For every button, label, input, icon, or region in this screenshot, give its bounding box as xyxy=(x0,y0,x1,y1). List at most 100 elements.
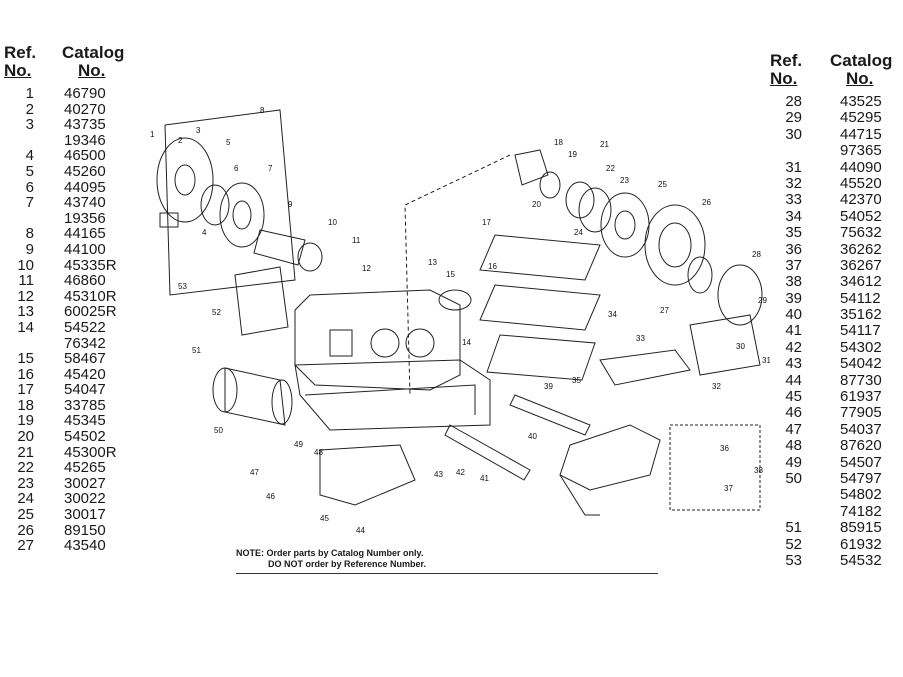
catalog-number: 45300R xyxy=(64,443,117,461)
catalog-header-line1: Catalog xyxy=(62,43,125,62)
catalog-number: 43740 xyxy=(64,194,106,212)
ref-number: 35 xyxy=(785,224,802,242)
callout-49: 49 xyxy=(294,440,303,449)
ref-number: 7 xyxy=(25,194,34,212)
catalog-header-line1: Catalog xyxy=(830,51,893,70)
callout-36: 36 xyxy=(720,444,729,453)
ref-number: 34 xyxy=(785,207,802,225)
catalog-number: 74182 xyxy=(840,502,882,520)
ref-number: 51 xyxy=(785,519,802,537)
ref-number: 1 xyxy=(25,85,34,102)
ref-number: 39 xyxy=(785,289,802,307)
catalog-number: 30022 xyxy=(64,490,106,508)
catalog-number: 85915 xyxy=(840,519,882,537)
ref-number: 49 xyxy=(785,453,802,471)
ref-number: 43 xyxy=(785,355,802,373)
callout-19: 19 xyxy=(568,150,577,159)
ref-number: 29 xyxy=(785,109,802,127)
callout-16: 16 xyxy=(488,262,497,271)
catalog-number: 45260 xyxy=(64,162,106,180)
table-row: 17 54047 xyxy=(4,382,134,398)
ref-header-line2: No. xyxy=(770,69,798,88)
ref-number: 41 xyxy=(785,322,802,340)
callout-4: 4 xyxy=(202,228,207,237)
callout-10: 10 xyxy=(328,218,337,227)
callout-38: 38 xyxy=(754,466,763,475)
table-row: 29 45295 xyxy=(770,109,903,127)
callout-50: 50 xyxy=(214,426,223,435)
callout-27: 27 xyxy=(660,306,669,315)
catalog-number: 54112 xyxy=(840,289,881,307)
callout-22: 22 xyxy=(606,164,615,173)
callout-47: 47 xyxy=(250,468,259,477)
catalog-number: 44165 xyxy=(64,225,106,243)
catalog-number: 54302 xyxy=(840,338,882,356)
catalog-number: 36262 xyxy=(840,240,882,258)
table-row: 74182 xyxy=(770,502,903,520)
catalog-number: 43540 xyxy=(64,537,106,555)
table-row: 39 54112 xyxy=(770,289,903,307)
callout-24: 24 xyxy=(574,228,583,237)
ref-number: 40 xyxy=(785,306,802,324)
catalog-header-line2: No. xyxy=(78,61,106,80)
ref-number: 15 xyxy=(17,350,34,368)
catalog-number: 54047 xyxy=(64,381,106,399)
callout-33: 33 xyxy=(636,334,645,343)
catalog-number: 30027 xyxy=(64,474,106,492)
ref-number: 17 xyxy=(17,381,34,399)
callout-31: 31 xyxy=(762,356,770,365)
ref-number: 36 xyxy=(785,240,802,258)
ref-number: 20 xyxy=(17,428,34,446)
callout-11: 11 xyxy=(352,236,361,245)
catalog-number: 45295 xyxy=(840,109,882,127)
catalog-number: 76342 xyxy=(64,334,106,352)
callout-1: 1 xyxy=(150,130,155,139)
ref-number: 47 xyxy=(785,420,802,438)
catalog-number: 58467 xyxy=(64,350,106,368)
callout-17: 17 xyxy=(482,218,491,227)
ref-header-line1: Ref. xyxy=(770,51,803,70)
ref-number: 46 xyxy=(785,404,802,422)
callout-14: 14 xyxy=(462,338,471,347)
ref-number xyxy=(770,487,802,503)
ref-number: 28 xyxy=(785,93,802,110)
catalog-number: 44090 xyxy=(840,158,882,176)
catalog-number: 35162 xyxy=(840,306,882,324)
callout-32: 32 xyxy=(712,382,721,391)
catalog-header-line2: No. xyxy=(846,69,874,88)
catalog-number: 77905 xyxy=(840,404,882,422)
catalog-number: 45265 xyxy=(64,459,106,477)
ref-number: 38 xyxy=(785,273,802,291)
catalog-number: 19346 xyxy=(64,131,106,149)
table-row: 54802 xyxy=(770,486,903,503)
table-row: 76342 xyxy=(4,334,134,352)
ref-number: 42 xyxy=(785,338,802,356)
catalog-number: 87620 xyxy=(840,437,882,455)
